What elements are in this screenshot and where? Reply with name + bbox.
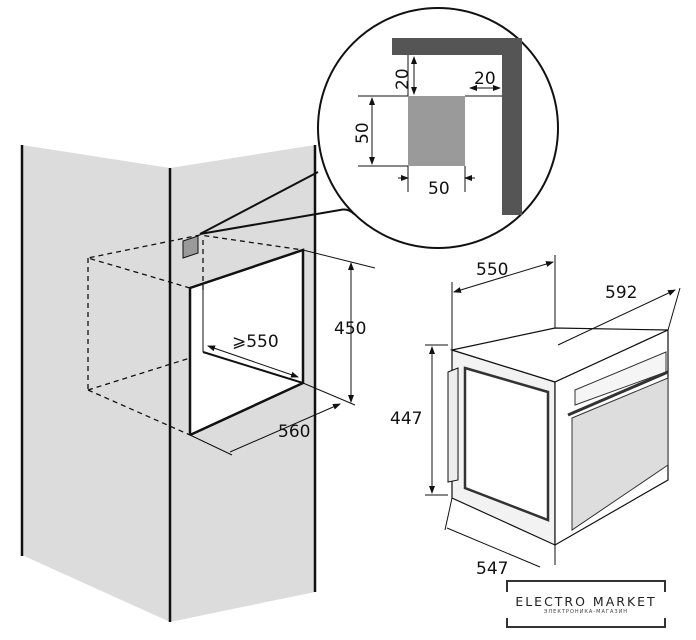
electro-market-logo: ELECTRO MARKET ЭЛЕКТРОНИКА-МАГАЗИН: [506, 580, 666, 628]
logo-name: ELECTRO MARKET: [515, 594, 657, 609]
vent-top-offset-label: 20: [393, 68, 413, 90]
vent-detail-callout: [199, 7, 559, 249]
oven-height-label: 447: [390, 409, 422, 429]
cabinet: [20, 145, 376, 622]
vent-height-label: 50: [353, 122, 373, 144]
cabinet-height-label: 450: [334, 319, 366, 339]
vent-width-label: 50: [428, 179, 450, 199]
vent-opening: [182, 235, 199, 259]
oven-depth-label: 550: [476, 260, 508, 280]
oven: [425, 255, 681, 568]
vent-side-offset-label: 20: [474, 69, 496, 89]
logo-subtitle: ЭЛЕКТРОНИКА-МАГАЗИН: [543, 609, 629, 615]
oven-width-label: 592: [605, 283, 637, 303]
cabinet-depth-label: ⩾550: [232, 332, 279, 352]
oven-bottom-depth-label: 547: [476, 559, 508, 579]
cabinet-width-label: 560: [278, 422, 310, 442]
